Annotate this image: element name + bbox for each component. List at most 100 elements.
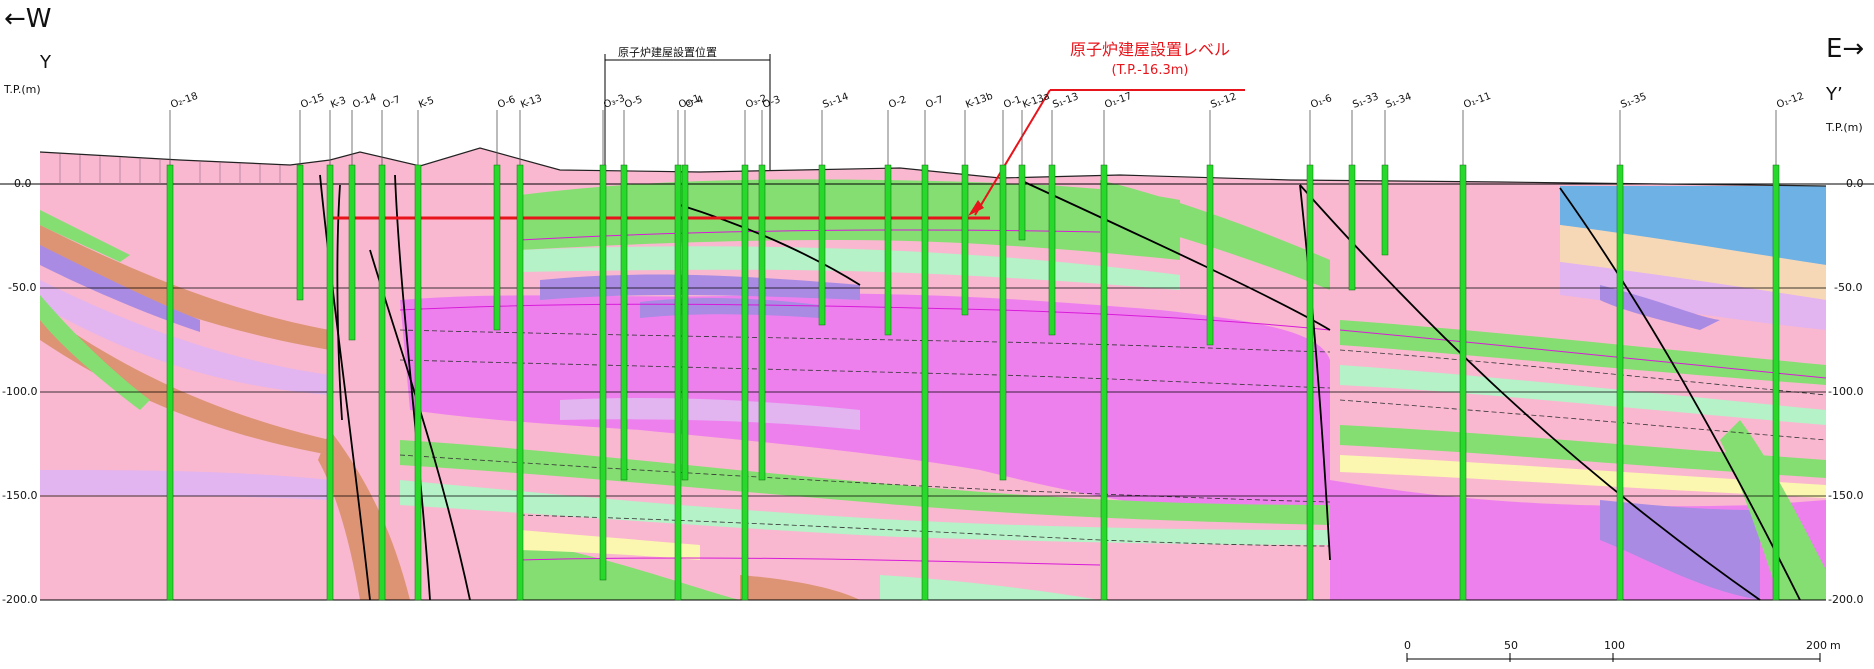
borehole-label: S₁-14 (821, 91, 850, 110)
borehole-label: K-13a (1021, 91, 1051, 111)
elevation-gridlines (0, 183, 1874, 601)
borehole-shaft (1772, 164, 1780, 601)
right-axis-unit: T.P.(m) (1826, 121, 1863, 134)
ground-surface (39, 147, 1827, 187)
layer-ss (1560, 225, 1826, 300)
east-direction-label: E→ (1826, 34, 1865, 64)
borehole-label: K-5 (417, 95, 435, 111)
borehole-label: O-7 (381, 94, 402, 111)
layer-an-bc-2 (40, 310, 330, 455)
layer-an-bc-3 (318, 430, 410, 600)
layer-tb-l-w1 (40, 295, 150, 410)
scale-tick-200: 200 (1806, 639, 1827, 652)
borehole-shaft (741, 164, 749, 601)
scale-bar-graphic (1406, 653, 1821, 662)
y-tick-right-1: -50.0 (1834, 281, 1863, 294)
scale-tick-100: 100 (1604, 639, 1625, 652)
borehole-6: K-5 (414, 95, 436, 601)
borehole-shaft (681, 164, 689, 481)
leader-arrow (968, 200, 984, 216)
layer-an-bc-basin (740, 575, 860, 600)
layer-an-bc-1 (40, 225, 330, 350)
layer-tf-l-lower (400, 480, 1330, 545)
y-tick-right-0: 0.0 (1846, 177, 1864, 190)
fault-F-1 (319, 174, 371, 601)
borehole-shaft (1206, 164, 1214, 346)
borehole-label: K-13 (519, 93, 543, 111)
y-tick-left-4: -200.0 (2, 593, 38, 606)
borehole-label: O-15 (299, 92, 326, 111)
fault-f-f (336, 184, 343, 421)
layer-an-m-2 (40, 470, 330, 500)
y-tick-left-2: -100.0 (2, 385, 38, 398)
y-tick-left-1: -50.0 (8, 281, 37, 294)
borehole-shaft (999, 164, 1007, 481)
fault-L-1-east (1019, 179, 1331, 331)
layer-an-bt-w (40, 245, 200, 332)
y-tick-right-2: -100.0 (1828, 385, 1864, 398)
borehole-label: S₁-33 (1351, 91, 1380, 110)
left-axis-unit: T.P.(m) (4, 83, 41, 96)
borehole-shaft (414, 164, 422, 601)
strata-layers (40, 148, 1826, 600)
borehole-shaft (1100, 164, 1108, 601)
borehole-shaft (1348, 164, 1356, 291)
borehole-shaft (599, 164, 607, 581)
borehole-label: S₁-35 (1619, 91, 1648, 110)
borehole-label: S₁-12 (1209, 91, 1238, 110)
y-tick-right-4: -200.0 (1828, 593, 1864, 606)
borehole-shaft (326, 164, 334, 601)
section-end-label: Y’ (1826, 84, 1843, 105)
borehole-8: K-13 (516, 93, 544, 601)
borehole-shaft (620, 164, 628, 481)
leader-line-diag (974, 89, 1051, 216)
borehole-shaft (296, 164, 304, 301)
layer-tb-v-east (1340, 170, 1560, 330)
y-tick-right-3: -150.0 (1828, 489, 1864, 502)
scale-unit: m (1830, 639, 1841, 652)
reactor-level-title: 原子炉建屋設置レベル (1069, 40, 1230, 59)
layer-tf-l-basin (880, 575, 1100, 600)
layer-tb-l-w2 (40, 210, 130, 262)
borehole-label: O₂-18 (169, 91, 199, 111)
borehole-shaft (1018, 164, 1026, 241)
contact-lines (399, 229, 1827, 566)
layer-an-bt-east-2 (1600, 500, 1760, 600)
reactor-position-caption: 原子炉建屋設置位置 (618, 46, 717, 59)
borehole-shaft (1048, 164, 1056, 336)
surface-fill-hatch (59, 154, 281, 184)
layer-lp-l-center (520, 530, 700, 560)
borehole-shaft (493, 164, 501, 331)
scale-tick-0: 0 (1404, 639, 1411, 652)
borehole-label: O-2 (887, 94, 908, 111)
y-tick-left-3: -150.0 (2, 489, 38, 502)
borehole-label: O-7 (924, 94, 945, 111)
layer-an-bv-center (400, 293, 1330, 520)
borehole-shaft (1381, 164, 1389, 256)
fault-m-c (1299, 184, 1331, 561)
reactor-position-bracket (604, 54, 771, 170)
borehole-shaft (674, 164, 682, 601)
borehole-label: O-5 (623, 94, 644, 111)
borehole-label: O-1 (1002, 94, 1023, 111)
layer-an-m-east (1560, 262, 1826, 330)
borehole-3: K-3 (326, 95, 348, 601)
section-start-label: Y (40, 52, 51, 73)
west-direction-label: ←W (4, 4, 52, 34)
layer-tb-l-ne (1100, 180, 1330, 290)
layer-an-m-central (560, 398, 860, 430)
horizon-lines (399, 329, 1827, 547)
borehole-27: O₁-11 (1459, 91, 1493, 601)
borehole-label: K-13b (964, 91, 994, 111)
borehole-label: O₁-11 (1462, 91, 1492, 111)
layer-tb-l-basin (520, 540, 740, 600)
layer-an-bt-central (540, 274, 860, 300)
borehole-shaft (758, 164, 766, 481)
fault-V-2 (679, 204, 861, 286)
scale-tick-50: 50 (1504, 639, 1518, 652)
borehole-shaft (348, 164, 356, 341)
borehole-label: S₁-13 (1051, 91, 1080, 110)
borehole-label: S₁-34 (1384, 91, 1413, 110)
